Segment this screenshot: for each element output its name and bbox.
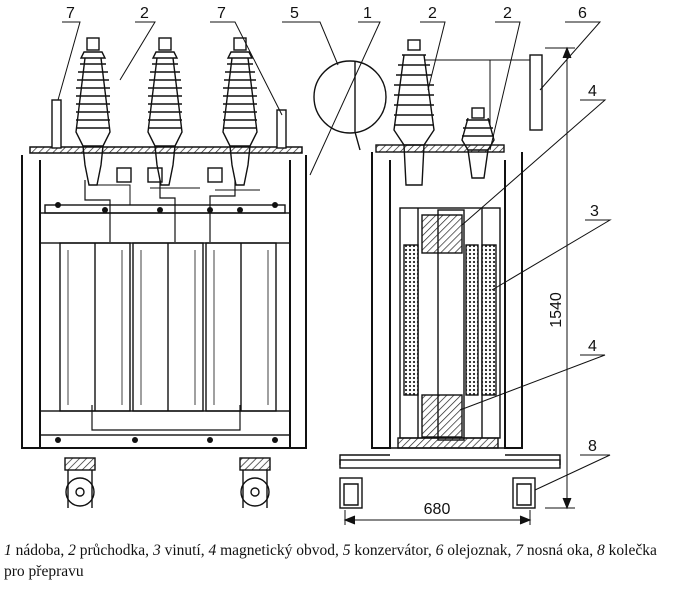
callout-4: 4 [588,83,597,100]
side-bushings [393,39,495,186]
dimension-width: 680 [424,501,451,518]
side-tank [371,152,523,449]
caption-number: 8 [597,542,605,559]
callout-7: 7 [66,5,75,22]
transformer-drawing: 1540 680 7 2 7 5 1 2 2 6 4 3 4 8 [21,5,612,525]
front-wheels [64,457,271,508]
leader-lines [57,21,612,491]
callout-2: 2 [140,5,149,22]
front-tank [21,155,307,449]
caption-text: konzervátor, [350,542,436,559]
callout-1: 1 [363,5,372,22]
dimension-height: 1540 [548,292,565,328]
front-core [59,242,277,412]
caption-number: 2 [68,542,76,559]
callout-5: 5 [290,5,299,22]
caption-number: 7 [515,542,523,559]
caption-number: 5 [342,542,351,559]
oil-gauge [529,54,543,131]
callout-7: 7 [217,5,226,22]
figure-caption: 1 nádoba, 2 průchodka, 3 vinutí, 4 magne… [4,540,669,582]
caption-text: nosná oka, [522,542,598,559]
caption-text: průchodka, [75,542,153,559]
front-lower-yoke [39,410,291,436]
caption-text: vinutí, [160,542,209,559]
caption-number: 4 [208,542,217,559]
conservator [313,60,387,134]
caption-text: nádoba, [11,542,69,559]
callout-6: 6 [578,5,587,22]
callout-8: 8 [588,438,597,455]
front-bushings [75,37,258,186]
dimensions [343,46,575,525]
lifting-lug [51,99,287,149]
callout-4: 4 [588,338,597,355]
caption-text: magnetický obvod, [216,542,343,559]
caption-text: kolečka pro přepravu [4,542,657,580]
caption-number: 1 [4,542,12,559]
caption-number: 6 [435,542,444,559]
callout-2: 2 [428,5,437,22]
caption-number: 3 [152,542,161,559]
front-cover [29,146,303,154]
callout-3: 3 [590,203,599,220]
front-upper-yoke [39,212,291,244]
side-winding [403,244,419,396]
side-view [313,39,561,509]
side-wheels [339,477,536,509]
front-view [21,37,307,508]
callout-2: 2 [503,5,512,22]
callouts: 7 2 7 5 1 2 2 6 4 3 4 8 [66,5,599,455]
caption-text: olejoznak, [443,542,516,559]
